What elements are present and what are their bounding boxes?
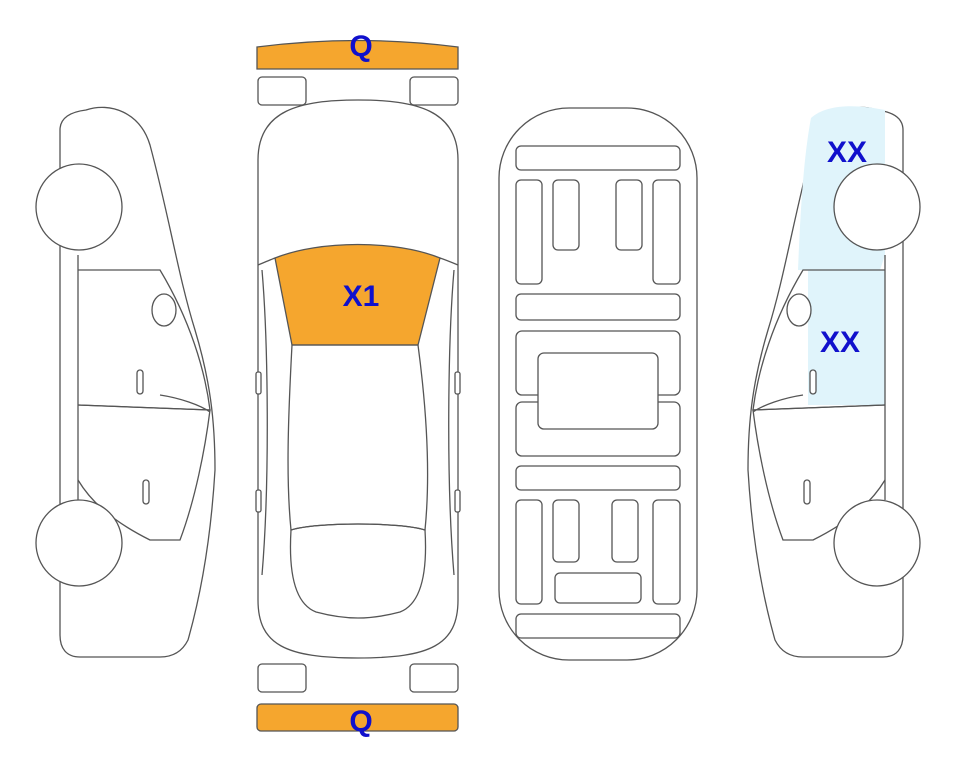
- damage-labels: Q X1 Q XX XX: [343, 30, 867, 738]
- top-mirror-left: [255, 371, 262, 395]
- front-bumper-part: [256, 39, 459, 70]
- front-light-left: [257, 76, 307, 106]
- left-handle-front: [136, 369, 144, 395]
- windshield-part: [274, 243, 441, 346]
- right-wheel-rear: [833, 499, 921, 587]
- right-side-view: [747, 106, 921, 658]
- right-wheel-front: [833, 163, 921, 251]
- left-side-view: [35, 106, 216, 658]
- rear-bumper-part: [256, 703, 459, 732]
- front-light-right: [409, 76, 459, 106]
- front-bumper-label: Q: [349, 30, 372, 63]
- right-rear-door-label: XX: [827, 136, 867, 169]
- rear-bumper-label: Q: [349, 705, 372, 738]
- right-front-door-part: [808, 270, 885, 405]
- left-mirror: [151, 293, 177, 327]
- rear-light-left: [257, 663, 307, 693]
- left-wheel-rear: [35, 499, 123, 587]
- left-handle-rear: [142, 479, 150, 505]
- right-handle-front: [809, 369, 817, 395]
- left-wheel-front: [35, 163, 123, 251]
- right-front-door-label: XX: [820, 326, 860, 359]
- windshield-label: X1: [343, 280, 380, 313]
- top-view: [255, 39, 461, 732]
- right-mirror: [786, 293, 812, 327]
- underbody-center-plate: [537, 352, 659, 430]
- left-door-line: [77, 269, 211, 411]
- rear-light-right: [409, 663, 459, 693]
- right-handle-rear: [803, 479, 811, 505]
- underbody-view: [498, 107, 698, 661]
- rear-window: [289, 523, 427, 619]
- top-mirror-right: [454, 371, 461, 395]
- top-body-outline: [257, 99, 459, 659]
